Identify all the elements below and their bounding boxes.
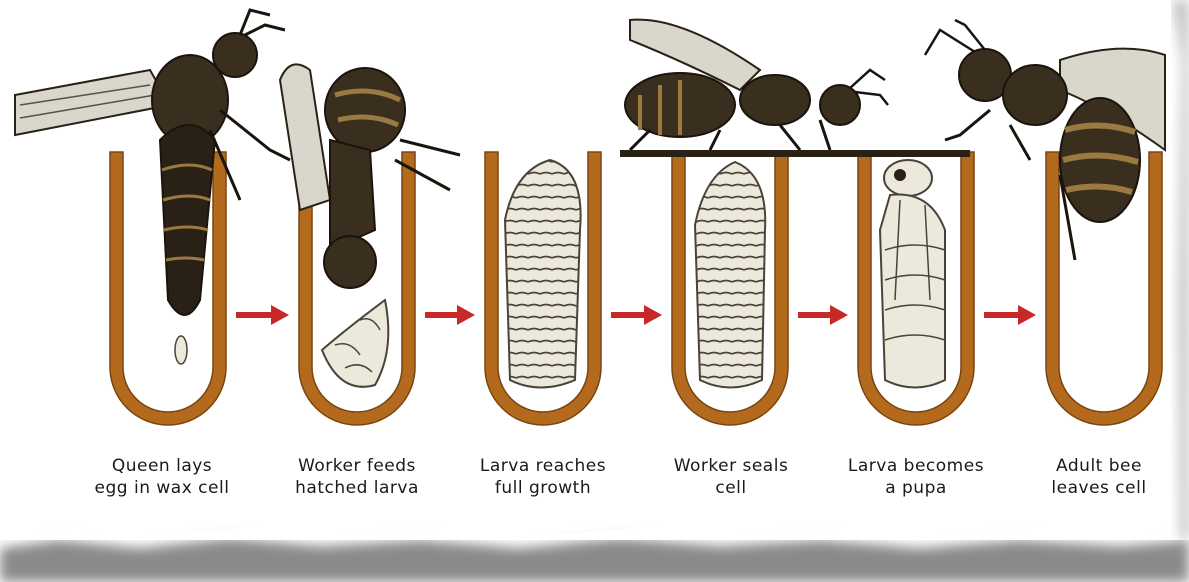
arrow-right-icon (611, 305, 662, 325)
queen-bee-illustration (15, 10, 290, 364)
caption-larva-becomes-pupa: Larva becomes a pupa (821, 455, 1011, 499)
caption-queen-lays-egg: Queen lays egg in wax cell (67, 455, 257, 499)
caption-line-1: Larva becomes (821, 455, 1011, 477)
arrow-right-icon (425, 305, 475, 325)
caption-line-2: egg in wax cell (67, 477, 257, 499)
caption-line-2: full growth (448, 477, 638, 499)
caption-line-2: cell (636, 477, 826, 499)
caption-line-2: leaves cell (1004, 477, 1189, 499)
worker-sealing-illustration (620, 20, 888, 388)
caption-line-1: Worker seals (636, 455, 826, 477)
egg (175, 336, 187, 364)
caption-line-1: Adult bee (1004, 455, 1189, 477)
caption-line-1: Larva reaches (448, 455, 638, 477)
arrow-right-icon (798, 305, 848, 325)
caption-worker-seals-cell: Worker seals cell (636, 455, 826, 499)
grown-larva-illustration (505, 160, 581, 388)
wax-cells (110, 152, 1162, 425)
caption-line-2: a pupa (821, 477, 1011, 499)
arrow-right-icon (236, 305, 289, 325)
caption-worker-feeds-larva: Worker feeds hatched larva (262, 455, 452, 499)
caption-line-1: Queen lays (67, 455, 257, 477)
caption-line-1: Worker feeds (262, 455, 452, 477)
caption-adult-bee-leaves: Adult bee leaves cell (1004, 455, 1189, 499)
wax-seal-2 (860, 150, 970, 157)
caption-larva-full-growth: Larva reaches full growth (448, 455, 638, 499)
arrow-right-icon (984, 305, 1036, 325)
hatched-larva (322, 300, 388, 387)
wax-seal (620, 150, 860, 157)
caption-line-2: hatched larva (262, 477, 452, 499)
pupa-illustration (860, 150, 970, 388)
